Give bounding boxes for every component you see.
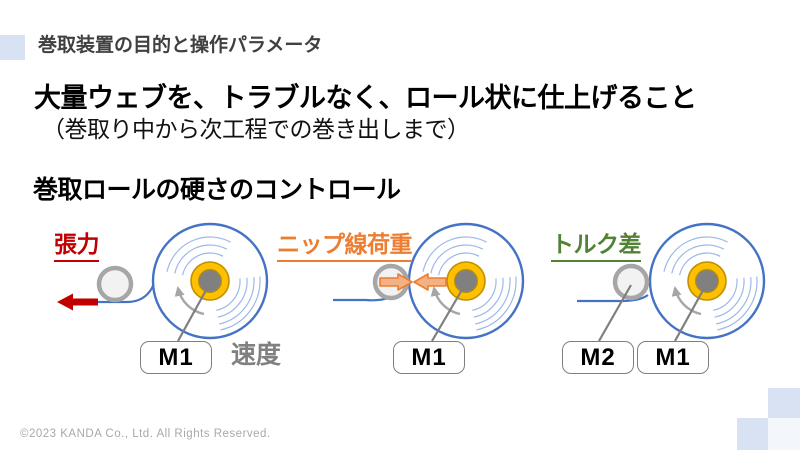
page-title: 巻取装置の目的と操作パラメータ [38, 35, 323, 56]
nip-diagram [333, 222, 525, 342]
torque-diagram [577, 222, 766, 342]
decor-square [768, 388, 800, 418]
motor-box-m2-torque: M2 [562, 341, 634, 374]
nip-pressure-arrow-icon [379, 273, 447, 291]
motor-leader-line [674, 282, 708, 342]
decor-square [737, 418, 768, 450]
rotation-arrow-icon [430, 286, 461, 316]
guide-roller [96, 265, 134, 303]
decor-square [768, 418, 800, 450]
tension-label: 張力 [54, 225, 100, 262]
section-heading: 巻取ロールの硬さのコントロール [33, 176, 401, 204]
motor-box-m1-torque: M1 [637, 341, 709, 374]
torque-diff-label: トルク差 [551, 225, 642, 262]
tension-arrow-icon [57, 293, 98, 311]
nip-load-label: ニップ線荷重 [277, 225, 413, 262]
copyright-text: ©2023 KANDA Co., Ltd. All Rights Reserve… [20, 428, 271, 440]
rotation-arrow-icon [671, 286, 702, 316]
main-heading: 大量ウェブを、トラブルなく、ロール状に仕上げること [34, 83, 697, 113]
motor-box-m1-tension: M1 [140, 341, 212, 374]
tension-diagram [57, 222, 269, 342]
wound-roll [648, 222, 766, 340]
title-accent-square [0, 35, 25, 60]
rotation-arrow-icon [174, 286, 205, 316]
motor-box-m1-nip: M1 [393, 341, 465, 374]
speed-label: 速度 [231, 341, 282, 369]
motor-leader-line [431, 282, 467, 342]
motor-leader-line [598, 284, 632, 342]
wound-roll [151, 222, 269, 340]
motor-leader-line [177, 282, 211, 342]
guide-roller [612, 263, 650, 301]
sub-heading: （巻取り中から次工程での巻き出しまで） [42, 116, 470, 142]
